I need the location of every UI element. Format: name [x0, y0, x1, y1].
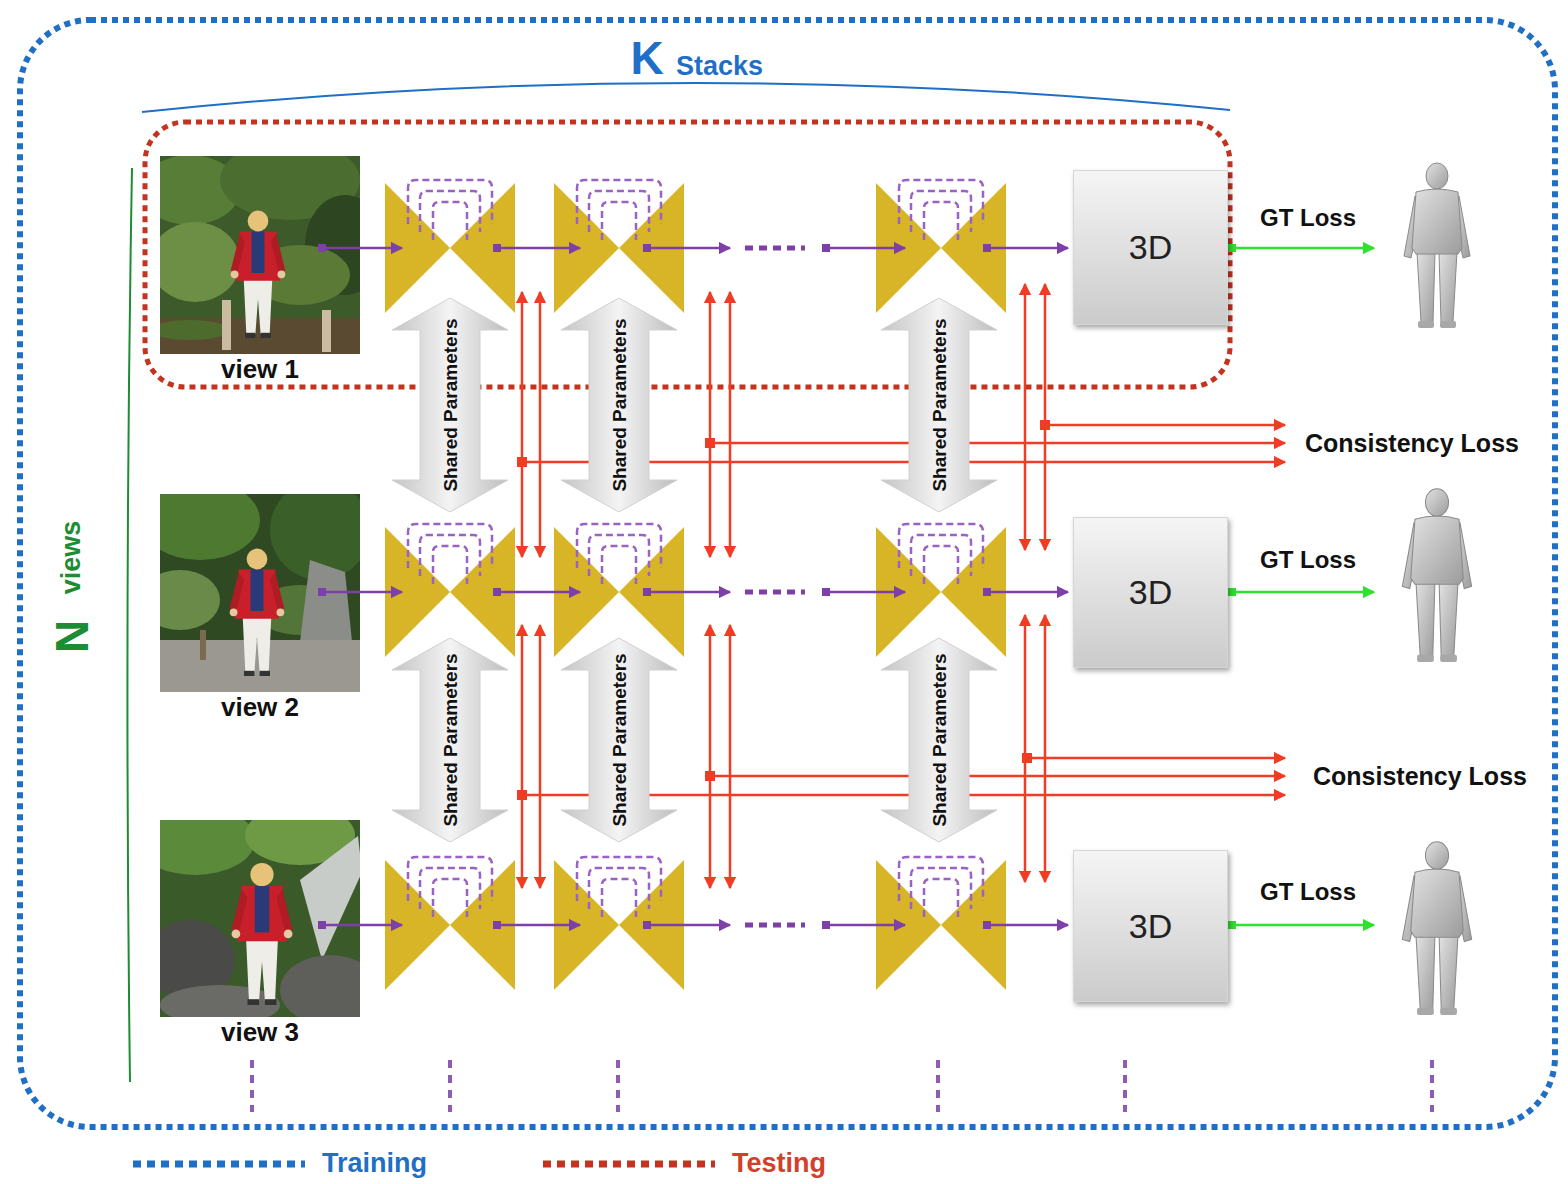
loss-label: GT Loss [1260, 204, 1356, 232]
box-label: 3D [1129, 907, 1172, 946]
view-label: views [56, 520, 87, 594]
loss-label: Consistency Loss [1313, 762, 1527, 791]
shared-parameters-arrow: Shared Parameters [390, 298, 510, 512]
box-label: 3D [1129, 573, 1172, 612]
loss-label: Consistency Loss [1305, 429, 1519, 458]
arrow-label: Shared Parameters [928, 653, 950, 826]
arrow-label: Shared Parameters [928, 318, 950, 491]
output-3d-box: 3D [1073, 170, 1228, 325]
stack-count-symbol: K [631, 32, 664, 85]
shared-parameters-arrow: Shared Parameters [559, 298, 679, 512]
arrow-label: Shared Parameters [608, 318, 630, 491]
legend-text: Testing [732, 1148, 826, 1179]
view-caption: view 1 [160, 354, 360, 384]
box-label: 3D [1129, 228, 1172, 267]
stack-label: Stacks [676, 51, 763, 82]
arrow-label: Shared Parameters [439, 318, 461, 491]
output-3d-box: 3D [1073, 850, 1228, 1002]
loss-label: GT Loss [1260, 546, 1356, 574]
shared-parameters-arrow: Shared Parameters [559, 638, 679, 842]
arrow-label: Shared Parameters [608, 653, 630, 826]
shared-parameters-arrow: Shared Parameters [390, 638, 510, 842]
input-view: view 2 [160, 494, 360, 726]
arrow-label: Shared Parameters [439, 653, 461, 826]
legend-text: Training [322, 1148, 427, 1179]
view-count-symbol: N [46, 619, 99, 652]
input-view: view 3 [160, 820, 360, 1052]
shared-parameters-arrow: Shared Parameters [879, 298, 999, 512]
loss-label: GT Loss [1260, 878, 1356, 906]
input-view: view 1 [160, 156, 360, 388]
view-caption: view 3 [160, 1017, 360, 1047]
output-3d-box: 3D [1073, 517, 1228, 668]
shared-parameters-arrow: Shared Parameters [879, 638, 999, 842]
view-caption: view 2 [160, 692, 360, 722]
